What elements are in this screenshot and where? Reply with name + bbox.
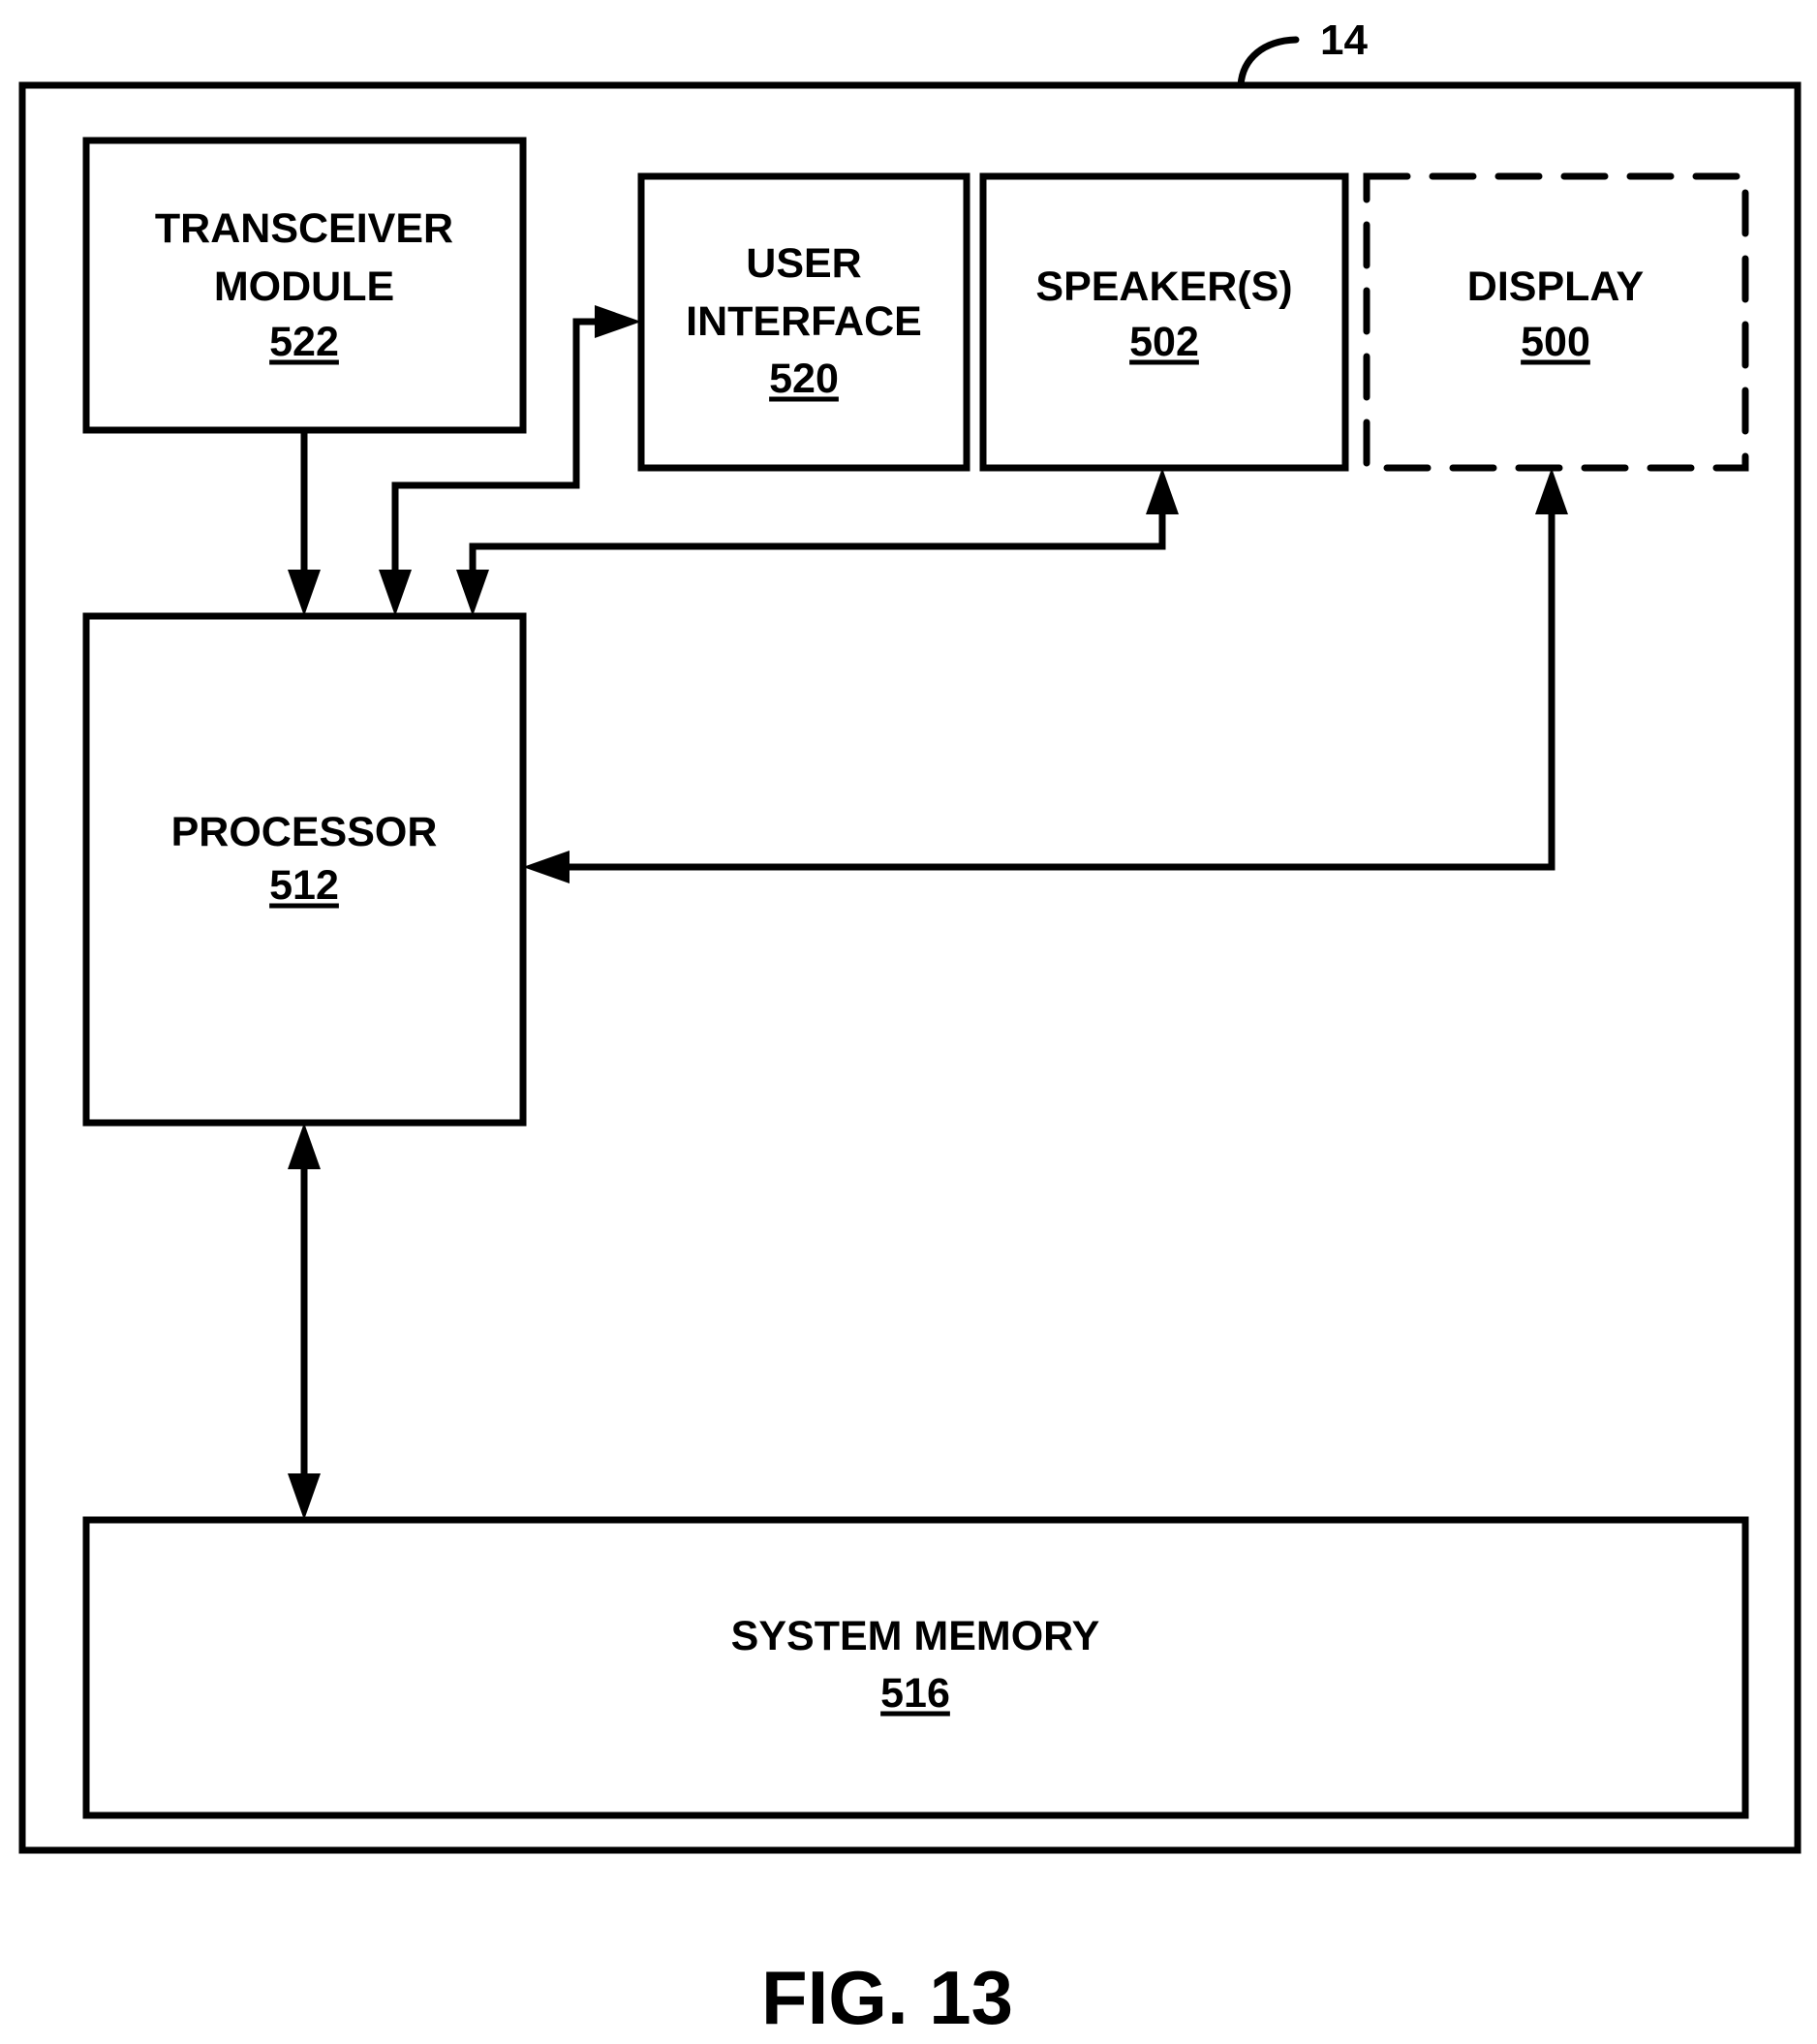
figure-caption: FIG. 13 [761,1955,1013,2040]
transceiver-module-block: TRANSCEIVER MODULE 522 [86,140,523,430]
reference-leader-line [1241,40,1296,85]
system-memory-number: 516 [880,1670,950,1717]
connector-processor-display [523,468,1568,883]
speakers-number: 502 [1129,319,1199,365]
arrowhead-right-icon [595,305,641,338]
arrowhead-down-icon [288,570,321,616]
system-memory-label: SYSTEM MEMORY [731,1613,1100,1659]
connector-line [473,512,1162,572]
system-memory-block: SYSTEM MEMORY 516 [86,1520,1745,1815]
speakers-label: SPEAKER(S) [1035,263,1292,310]
connector-line [568,512,1552,867]
arrowhead-up-icon [1535,468,1568,514]
connector-line [395,322,597,572]
user-interface-number: 520 [769,356,839,402]
transceiver-module-number: 522 [269,319,339,365]
arrowhead-up-icon [1146,468,1179,514]
device-reference-numeral: 14 [1320,16,1368,64]
connector-processor-user-interface [379,305,641,616]
display-label: DISPLAY [1467,263,1644,310]
display-block: DISPLAY 500 [1367,176,1745,468]
connector-processor-system-memory [288,1123,321,1520]
user-interface-label-line1: USER [746,240,861,287]
processor-number: 512 [269,862,339,909]
processor-block: PROCESSOR 512 [86,616,523,1123]
speakers-block: SPEAKER(S) 502 [983,176,1345,468]
transceiver-module-label-line2: MODULE [214,263,394,310]
arrowhead-down-icon [456,570,489,616]
arrowhead-up-icon [288,1123,321,1169]
arrowhead-down-icon [379,570,412,616]
processor-label: PROCESSOR [171,809,438,855]
user-interface-block: USER INTERFACE 520 [641,176,967,468]
arrowhead-left-icon [523,851,570,883]
arrowhead-down-icon [288,1473,321,1520]
display-number: 500 [1521,319,1590,365]
connector-processor-speakers [456,468,1179,616]
connector-transceiver-to-processor [288,430,321,616]
user-interface-label-line2: INTERFACE [686,298,922,345]
transceiver-module-label-line1: TRANSCEIVER [155,205,453,252]
system-memory-box [86,1520,1745,1815]
